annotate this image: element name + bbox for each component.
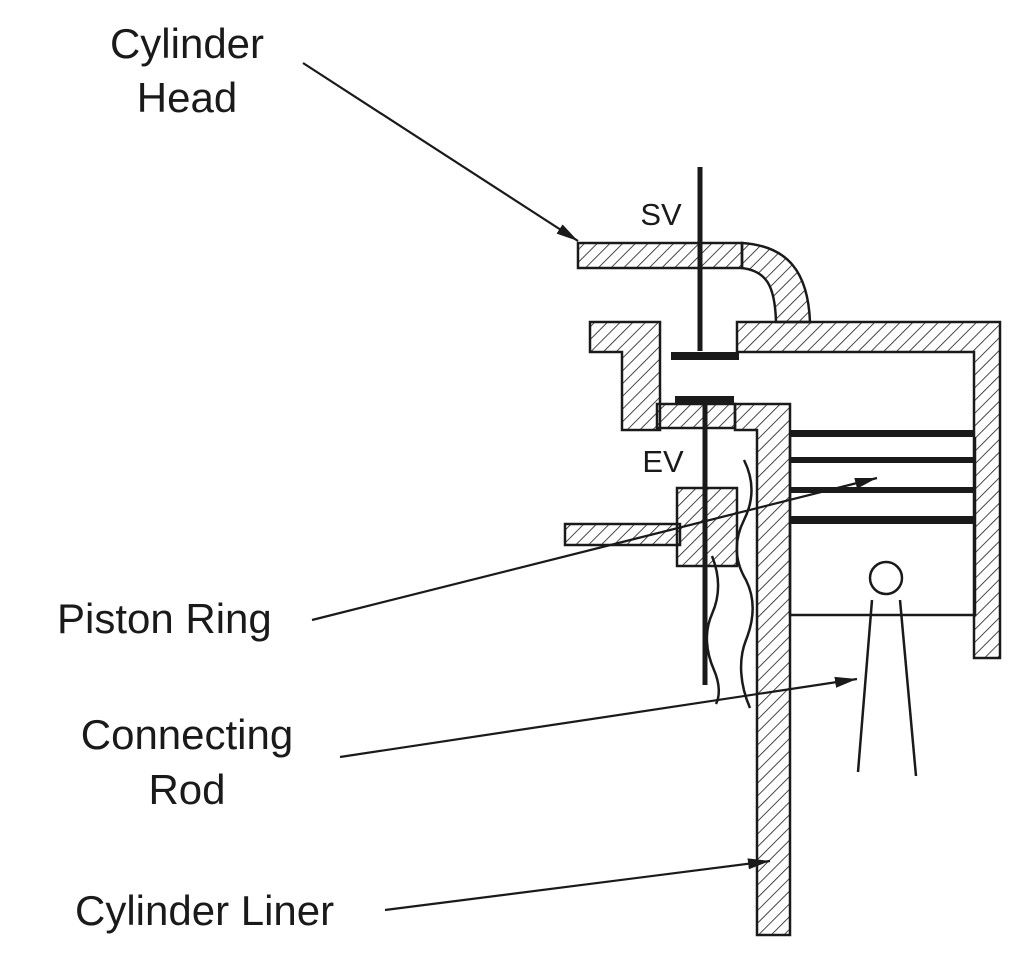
connecting-rod-label-line2: Rod: [148, 766, 225, 813]
suction-valve: [671, 167, 739, 360]
head-under-exhaust-seat: [655, 402, 737, 430]
piston-ring-bar-3: [790, 516, 975, 524]
labels: Cylinder Head SV EV Piston Ring Connecti…: [57, 20, 684, 934]
wavy-break-line-right: [735, 459, 754, 709]
exhaust-valve: [675, 396, 734, 685]
piston-ring-arrow: [311, 476, 878, 622]
piston-ring-bar-1: [790, 457, 975, 463]
leader-arrows: [302, 62, 878, 912]
piston-ring-label: Piston Ring: [57, 595, 272, 642]
wavy-break-line-left: [705, 555, 720, 705]
head-top-strip: [576, 241, 744, 270]
connecting-rod-arrow: [339, 676, 858, 759]
piston-assembly: [788, 430, 977, 777]
cylinder-liner-label: Cylinder Liner: [75, 887, 334, 934]
cylinder-liner-arrow: [384, 858, 771, 912]
suction-valve-label: SV: [640, 197, 682, 232]
cylinder-liner-wall: [733, 402, 792, 937]
cylinder-head-label-line1: Cylinder: [110, 20, 264, 67]
head-elbow: [740, 241, 812, 324]
piston-skirt-outline: [788, 437, 977, 617]
connecting-rod-left-edge: [856, 599, 874, 773]
exhaust-valve-label: EV: [642, 444, 684, 479]
head-left-step: [588, 320, 662, 432]
cylinder-liner-section: [733, 402, 792, 937]
connecting-rod-right-edge: [898, 599, 918, 777]
piston-crown-bar: [790, 430, 975, 437]
cylinder-head-label-line2: Head: [137, 74, 237, 121]
piston-ring-bar-2: [790, 487, 975, 493]
cylinder-head-arrow: [302, 62, 579, 242]
connecting-rod-label-line1: Connecting: [81, 711, 293, 758]
wrist-pin: [868, 560, 904, 596]
